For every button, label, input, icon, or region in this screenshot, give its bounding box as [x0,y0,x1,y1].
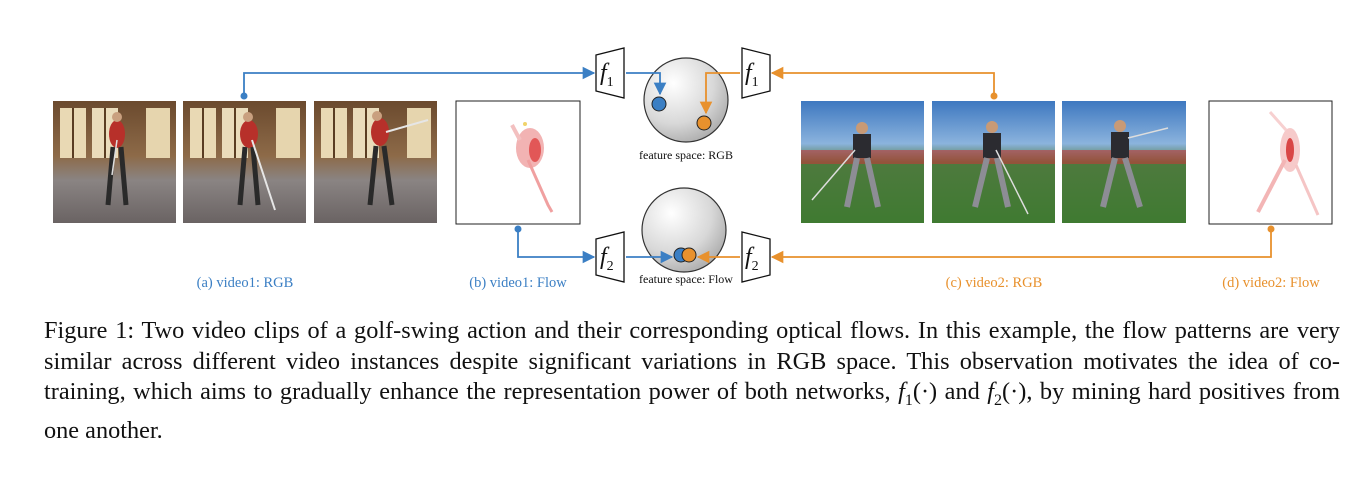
network-f1-left: f1 [595,47,625,99]
video1-rgb-embedding [651,96,667,112]
video2-flow-image [1208,100,1333,225]
video2-frame-1 [801,101,924,223]
caption-math-f1: f1(·) [898,378,938,409]
video2-flow-embedding [681,247,697,263]
video2-frame-3 [1062,101,1186,223]
arrows-video2 [696,66,1275,264]
subfigure-label-a: (a) video1: RGB [197,275,294,291]
network-f1-right: f1 [741,47,771,99]
subfigure-label-d: (d) video2: Flow [1222,275,1320,291]
video1-flow-image [455,100,581,225]
network-f2-left: f2 [595,231,625,283]
figure-1: feature space: RGB feature space: Flow f… [53,47,1333,291]
svg-text:f2: f2 [600,244,614,274]
arrows-video1 [240,66,674,264]
feature-space-flow-label: feature space: Flow [639,272,733,286]
video2-rgb-frames [801,101,1186,223]
subfigure-label-c: (c) video2: RGB [946,275,1043,291]
svg-text:f1: f1 [745,60,759,90]
video1-frame-3 [314,101,437,223]
caption-text-prefix: Figure 1: Two video clips of a golf-swin… [44,317,1340,405]
feature-space-rgb-label: feature space: RGB [639,148,733,162]
video2-frame-2 [932,101,1055,223]
video1-frame-2 [183,101,306,223]
caption-math-f2: f2(·) [987,378,1027,409]
subfigure-label-b: (b) video1: Flow [469,275,567,291]
video1-rgb-frames [53,101,437,223]
video2-rgb-embedding [696,115,712,131]
video1-frame-1 [53,101,176,223]
caption-text-suffix: , by mining hard positives from one anot… [44,378,1340,445]
svg-text:f1: f1 [600,60,614,90]
figure-caption: Figure 1: Two video clips of a golf-swin… [44,316,1340,447]
network-f2-right: f2 [741,231,771,283]
feature-space-rgb: feature space: RGB [639,57,733,162]
feature-space-flow: feature space: Flow [639,187,733,286]
svg-text:f2: f2 [745,244,759,274]
caption-text-and: and [937,378,988,405]
